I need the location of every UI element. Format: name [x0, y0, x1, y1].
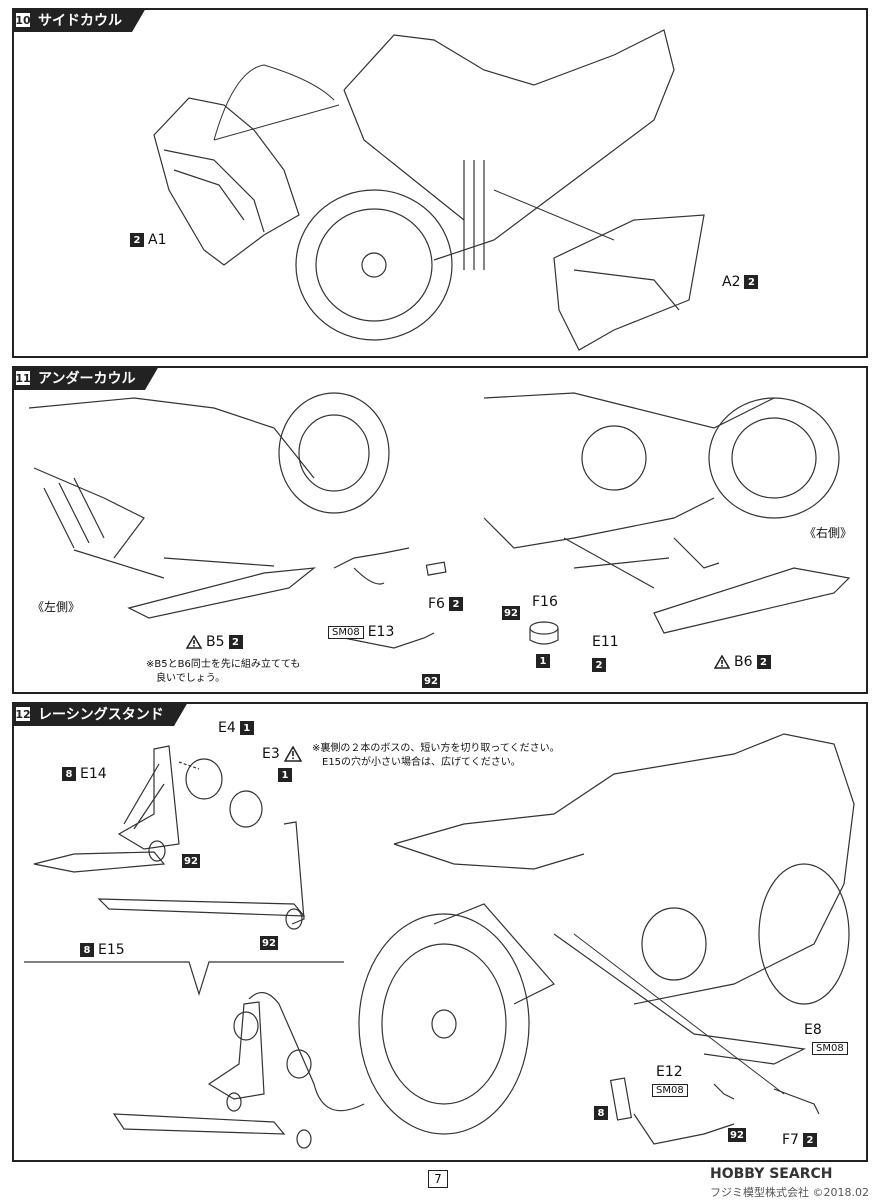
- part-id: E14: [80, 766, 107, 782]
- side-cowl-illustration: [153, 29, 705, 351]
- part-id: E15: [98, 942, 125, 958]
- part-box: 1: [239, 721, 254, 735]
- part-box: 2: [802, 1133, 817, 1147]
- part-e3-label: E3: [262, 746, 302, 762]
- step-11-header: 11 アンダーカウル: [12, 366, 160, 390]
- step-11-panel: 11 アンダーカウル: [12, 366, 868, 694]
- part-id: E4: [218, 720, 236, 736]
- part-box: 92: [182, 854, 200, 868]
- part-box: 92: [502, 606, 520, 620]
- paint-92-c: 92: [728, 1128, 746, 1142]
- part-b5-label: B5 2: [186, 634, 243, 650]
- part-id: E3: [262, 746, 280, 762]
- step-12-panel: 12 レーシングスタンド: [12, 702, 868, 1162]
- step-12-header: 12 レーシングスタンド: [12, 702, 188, 726]
- part-box: 92: [260, 936, 278, 950]
- part-id: B5: [206, 634, 225, 650]
- part-id: F7: [782, 1132, 799, 1148]
- racing-stand-illustration: [24, 733, 855, 1149]
- step-title: アンダーカウル: [38, 371, 136, 387]
- paint-92-a: 92: [182, 854, 200, 868]
- watermark: HOBBY SEARCH: [710, 1166, 833, 1182]
- part-e15-label: 8 E15: [80, 942, 125, 958]
- part-box: 2: [130, 233, 144, 247]
- part-box: 2: [448, 597, 463, 611]
- part-e11-box: 2: [592, 658, 606, 672]
- part-id: E12: [656, 1064, 683, 1080]
- step-number: 12: [14, 705, 32, 723]
- part-id: B6: [734, 654, 753, 670]
- part-box: 92: [728, 1128, 746, 1142]
- part-f6-label: F6 2: [428, 596, 463, 612]
- part-box: 2: [228, 635, 243, 649]
- stand-note: ※裏側の２本のボスの、短い方を切り取ってください。 E15の穴が小さい場合は、広…: [312, 743, 560, 768]
- part-id: A1: [148, 232, 167, 248]
- part-box: 8: [62, 767, 76, 781]
- part-e14-label: 8 E14: [62, 766, 107, 782]
- step-number: 11: [14, 369, 32, 387]
- part-box: 2: [592, 658, 606, 672]
- sm-code: SM08: [652, 1084, 688, 1097]
- part-box: 92: [422, 674, 440, 688]
- part-e13-label: SM08 E13: [328, 624, 394, 640]
- step-title: サイドカウル: [38, 13, 122, 29]
- part-box: 8: [594, 1106, 608, 1120]
- part-e12-label: E12: [656, 1064, 683, 1080]
- paint-92-f16: 92: [502, 606, 520, 620]
- part-box: 2: [756, 655, 771, 669]
- part-b6-label: B6 2: [714, 654, 771, 670]
- part-e4-label: E4 1: [218, 720, 254, 736]
- part-e11-label: E11: [592, 634, 619, 650]
- part-e12-box: 8: [594, 1106, 608, 1120]
- part-id: E8: [804, 1022, 822, 1038]
- left-side-label: 《左側》: [32, 600, 81, 614]
- part-box: 2: [744, 275, 759, 289]
- part-e8-sm: SM08: [812, 1042, 848, 1055]
- part-a2-label: A2 2: [722, 274, 759, 290]
- part-e8-label: E8: [804, 1022, 822, 1038]
- part-a1-label: 2 A1: [130, 232, 166, 248]
- part-id: E13: [367, 624, 395, 640]
- part-id: A2: [722, 274, 741, 290]
- assembly-note: ※B5とB6同士を先に組み立てても 良いでしょう。: [146, 659, 301, 684]
- part-id: F16: [532, 594, 558, 610]
- paint-92-b: 92: [260, 936, 278, 950]
- part-f16-label: F16: [532, 594, 558, 610]
- under-cowl-illustration: [28, 392, 851, 649]
- step-10-panel: 10 サイドカウル 2 A1 A: [12, 8, 868, 358]
- part-1-f16: 1: [536, 654, 550, 668]
- sm-code: SM08: [812, 1042, 848, 1055]
- warning-icon: [714, 655, 730, 669]
- part-id: E11: [592, 634, 619, 650]
- part-e12-sm: SM08: [652, 1084, 688, 1097]
- right-side-label: 《右側》: [804, 526, 853, 540]
- step-title: レーシングスタンド: [38, 707, 164, 723]
- step-10-header: 10 サイドカウル: [12, 8, 146, 32]
- part-id: F6: [428, 596, 445, 612]
- part-box: 1: [278, 768, 292, 782]
- footer-copyright: フジミ模型株式会社 ©2018.02: [710, 1186, 869, 1199]
- warning-icon: [186, 635, 202, 649]
- part-e3-box: 1: [278, 768, 292, 782]
- paint-92-label: 92: [422, 674, 440, 688]
- part-f7-label: F7 2: [782, 1132, 817, 1148]
- step-number: 10: [14, 11, 32, 29]
- sm-code: SM08: [328, 625, 364, 639]
- warning-icon: [283, 746, 302, 762]
- part-box: 8: [80, 943, 94, 957]
- part-box: 1: [536, 654, 550, 668]
- page-number: 7: [428, 1170, 448, 1188]
